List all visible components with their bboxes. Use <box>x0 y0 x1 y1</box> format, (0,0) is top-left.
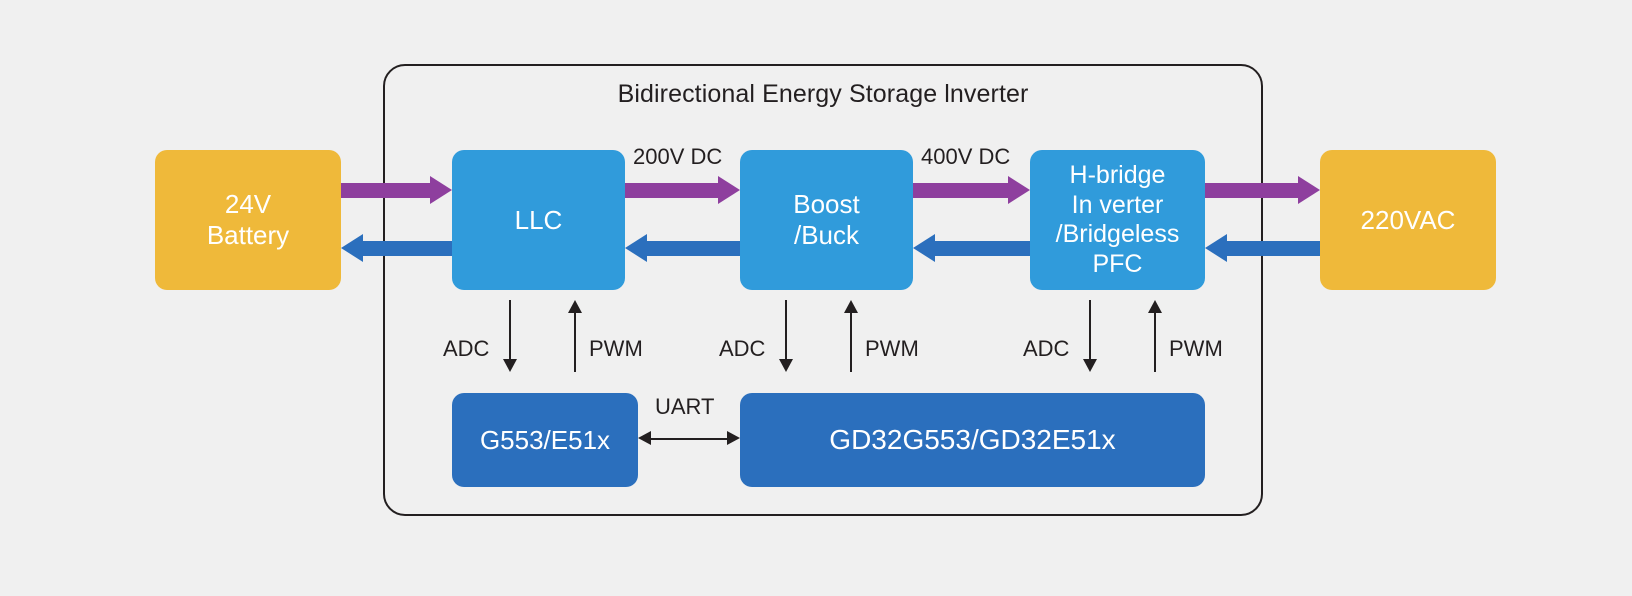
inverter-enclosure <box>383 64 1263 516</box>
block-mcu-left[interactable]: G553/E51x <box>452 393 638 487</box>
block-llc[interactable]: LLC <box>452 150 625 290</box>
signal-label-adc-llc: ADC <box>443 336 490 361</box>
signal-label-adc-hbridge: ADC <box>1023 336 1070 361</box>
uart-arrowhead-right <box>727 431 740 445</box>
bus-label-400v-dc: 400V DC <box>921 144 1011 169</box>
block-boost-buck[interactable]: Boost /Buck <box>740 150 913 290</box>
bus-label-200v-dc: 200V DC <box>633 144 723 169</box>
block-mcu-right[interactable]: GD32G553/GD32E51x <box>740 393 1205 487</box>
signal-label-pwm-hbridge: PWM <box>1169 336 1223 361</box>
signal-label-adc-boost: ADC <box>719 336 766 361</box>
uart-arrowhead-left <box>638 431 651 445</box>
enclosure-title: Bidirectional Energy Storage lnverter <box>617 80 1029 108</box>
signal-label-pwm-llc: PWM <box>589 336 643 361</box>
signal-label-pwm-boost: PWM <box>865 336 919 361</box>
uart-label: UART <box>655 394 715 419</box>
block-battery[interactable]: 24V Battery <box>155 150 341 290</box>
uart-link-line <box>650 438 728 441</box>
block-ac-mains[interactable]: 220VAC <box>1320 150 1496 290</box>
block-hbridge-inverter[interactable]: H-bridge In verter /Bridgeless PFC <box>1030 150 1205 290</box>
